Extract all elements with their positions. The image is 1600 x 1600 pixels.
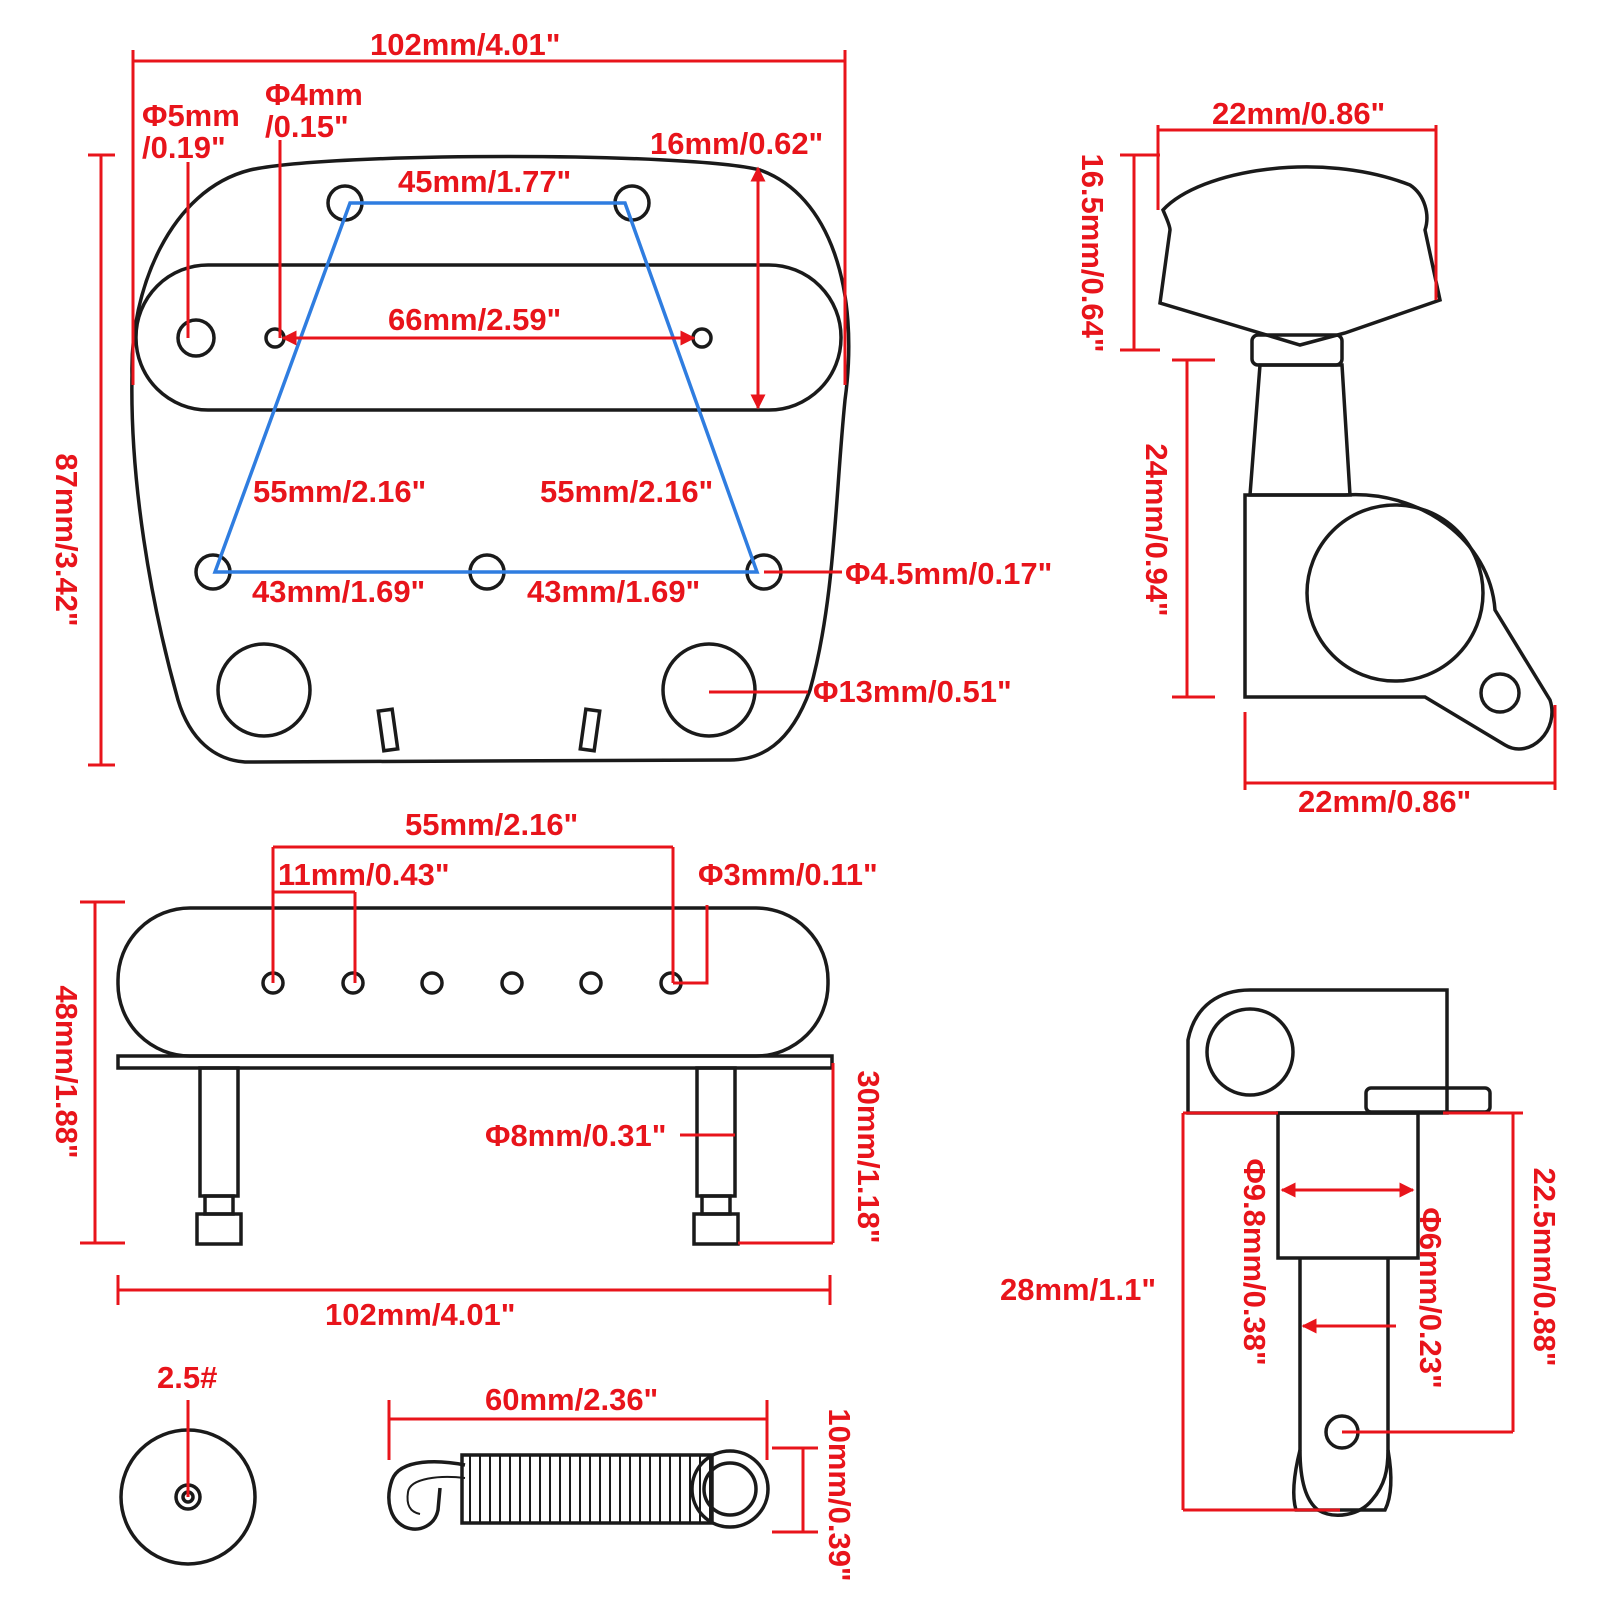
tuner-button	[1158, 165, 1443, 347]
label-screw-size: 2.5#	[157, 1360, 217, 1395]
label-pickup-width: 102mm/4.01"	[325, 1297, 516, 1332]
label-overall-height: 28mm/1.1"	[1000, 1272, 1156, 1307]
bridge-top-view: 102mm/4.01" 87mm/3.42" Φ5mm /0.19" Φ4mm …	[49, 27, 1052, 767]
label-post-length: 22.5mm/0.88"	[1527, 1167, 1562, 1366]
label-post-diameter: Φ6mm/0.23"	[1413, 1207, 1448, 1388]
label-overall-width: 102mm/4.01"	[370, 27, 561, 62]
screw-view: 2.5#	[119, 1360, 257, 1566]
tuner-gear-cover	[1305, 503, 1485, 683]
label-hole-5mm-a: Φ5mm	[142, 98, 240, 133]
post-bushing	[1276, 1111, 1420, 1260]
pickup-baseplate	[116, 1054, 834, 1070]
label-bottom-left-spacing: 43mm/1.69"	[252, 574, 425, 609]
pole-piece-3	[420, 971, 444, 995]
label-bottom-right-spacing: 43mm/1.69"	[527, 574, 700, 609]
label-top-spacing: 45mm/1.77"	[398, 164, 571, 199]
post-housing	[1186, 988, 1449, 1115]
label-hole-4mm-a: Φ4mm	[265, 77, 363, 112]
label-bushing-diameter: Φ9.8mm/0.38"	[1237, 1158, 1272, 1365]
tuner-shaft	[1248, 363, 1352, 497]
label-pole-span: 55mm/2.16"	[405, 807, 578, 842]
spring-loop-inner	[702, 1461, 758, 1517]
label-pole-diameter: Φ3mm/0.11"	[698, 857, 878, 892]
label-ferrule-hole: Φ13mm/0.51"	[813, 674, 1012, 709]
label-right-diagonal: 55mm/2.16"	[540, 474, 713, 509]
slot-right	[578, 707, 602, 753]
label-leg-diameter: Φ8mm/0.31"	[485, 1118, 666, 1153]
tuner-side-view: 22mm/0.86" 16.5mm/0.64" 24mm/0.94" 22mm/…	[1075, 96, 1557, 819]
label-button-width: 22mm/0.86"	[1212, 96, 1385, 131]
ferrule-hole-right	[661, 642, 757, 738]
label-hole-4mm-b: /0.15"	[265, 109, 349, 144]
spring-coil	[460, 1453, 714, 1525]
label-pickup-screw-spacing: 66mm/2.59"	[388, 302, 561, 337]
post-washer	[1364, 1086, 1492, 1114]
label-button-height: 16.5mm/0.64"	[1075, 153, 1110, 352]
pickup-screw-hole-right	[691, 327, 713, 349]
mounting-trapezoid	[212, 201, 760, 574]
tuner-housing	[1243, 492, 1554, 751]
post-shaft	[1298, 1258, 1390, 1517]
pole-piece-2	[341, 971, 365, 995]
label-body-height: 24mm/0.94"	[1139, 443, 1174, 616]
spring-hook-inner	[406, 1475, 466, 1515]
dim-pole-diameter-leader	[673, 905, 709, 985]
label-pickup-height: 48mm/1.88"	[49, 985, 84, 1158]
tuner-screw-hole	[1479, 672, 1521, 714]
post-gear	[1205, 1007, 1295, 1097]
label-pickup-height: 16mm/0.62"	[650, 126, 823, 161]
pickup-leg-right	[692, 1066, 740, 1246]
label-pole-spacing: 11mm/0.43"	[278, 857, 450, 892]
pole-piece-4	[500, 971, 524, 995]
tuner-post-view: 28mm/1.1" Φ9.8mm/0.38" Φ6mm/0.23" 22.5mm…	[1000, 988, 1562, 1517]
post-tip	[1292, 1449, 1393, 1512]
pickup-cover	[116, 906, 830, 1058]
slot-left	[376, 707, 400, 753]
label-leg-length: 30mm/1.18"	[851, 1070, 886, 1243]
label-hole-5mm-b: /0.19"	[142, 130, 226, 165]
ferrule-hole-left	[216, 642, 312, 738]
spring-loop-outer	[690, 1449, 770, 1529]
pickup-leg-left	[195, 1066, 243, 1246]
label-overall-height: 87mm/3.42"	[49, 453, 84, 626]
pickup-mount-hole-5mm	[176, 318, 216, 358]
spring-hook	[387, 1460, 466, 1531]
label-left-diagonal: 55mm/2.16"	[253, 474, 426, 509]
spring-view: 60mm/2.36" 10mm/0.39"	[387, 1382, 857, 1582]
tuner-collar	[1250, 333, 1344, 367]
pickup-side-view: 55mm/2.16" 11mm/0.43" Φ3mm/0.11" 48mm/1.…	[49, 807, 886, 1332]
pole-piece-5	[579, 971, 603, 995]
bridge-plate-outline	[130, 154, 851, 764]
spring-coil-lines	[469, 1455, 711, 1523]
pickup-slot	[134, 263, 843, 412]
label-spring-length: 60mm/2.36"	[485, 1382, 658, 1417]
label-mount-hole: Φ4.5mm/0.17"	[845, 556, 1052, 591]
label-base-width: 22mm/0.86"	[1298, 784, 1471, 819]
label-spring-diameter: 10mm/0.39"	[822, 1408, 857, 1581]
